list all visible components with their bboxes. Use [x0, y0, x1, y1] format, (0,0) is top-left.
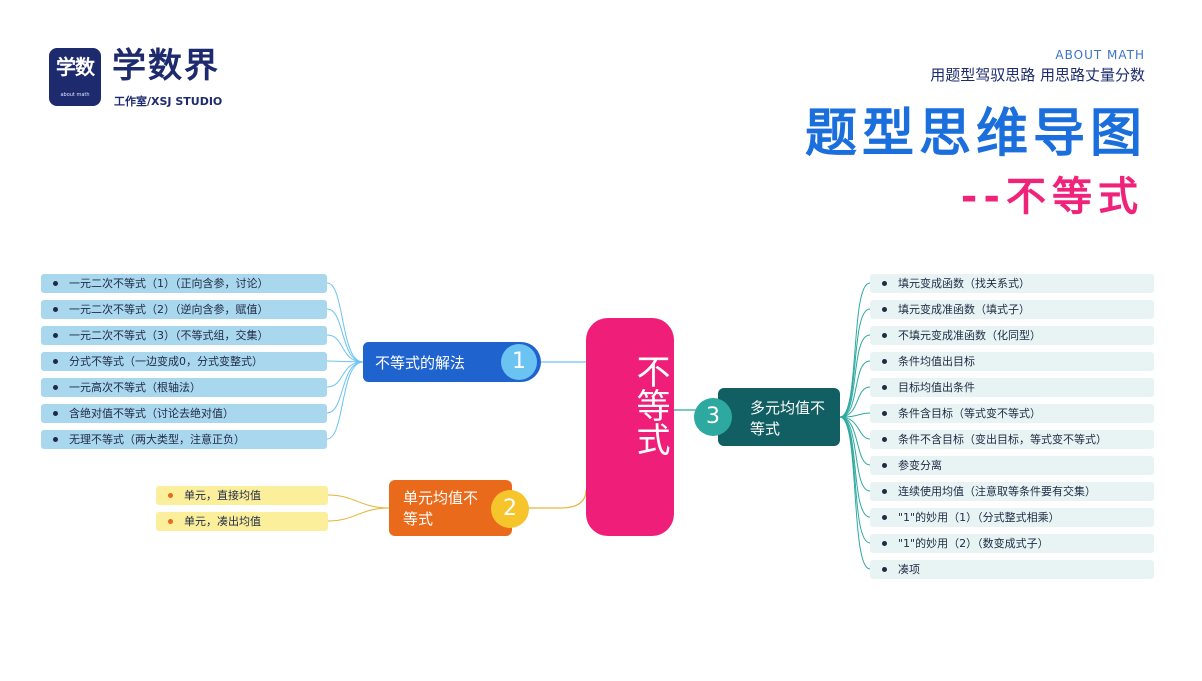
branch2-item: 单元，直接均值 [156, 486, 328, 505]
branch3-item-label: 目标均值出条件 [898, 381, 975, 394]
logo-glyph: 学数 [56, 55, 95, 79]
brand-name: 学数界 [112, 46, 220, 86]
branch1-item: 一元二次不等式（2）（逆向含参，赋值） [41, 300, 327, 319]
branch1-item-label: 一元高次不等式（根轴法） [69, 381, 201, 394]
bullet-dot-icon [53, 411, 58, 416]
branch-label-2: 单元均值不等式 [403, 489, 479, 528]
branch-node-1: 不等式的解法 1 [363, 342, 541, 382]
branch3-item: "1"的妙用（2）（数变成式子） [870, 534, 1154, 553]
bullet-dot-icon [882, 463, 887, 468]
bullet-dot-icon [882, 281, 887, 286]
branch3-item-label: "1"的妙用（1）（分式整式相乘） [898, 511, 1060, 524]
branch1-item: 无理不等式（两大类型，注意正负） [41, 430, 327, 449]
branch3-item-label: 条件均值出目标 [898, 355, 975, 368]
branch1-item-label: 无理不等式（两大类型，注意正负） [69, 433, 245, 446]
bullet-dot-icon [168, 519, 173, 524]
branch1-item-label: 含绝对值不等式（讨论去绝对值） [69, 407, 234, 420]
page-title: 题型思维导图 [804, 104, 1147, 164]
branch3-item: 连续使用均值（注意取等条件要有交集） [870, 482, 1154, 501]
brand-subtitle: 工作室/XSJ STUDIO [114, 95, 223, 108]
bullet-dot-icon [882, 333, 887, 338]
branch1-item-label: 一元二次不等式（1）（正向含参，讨论） [69, 277, 269, 290]
bullet-dot-icon [882, 437, 887, 442]
branch3-item: 条件含目标（等式变不等式） [870, 404, 1154, 423]
branch3-item-label: 填元变成函数（找关系式） [898, 277, 1030, 290]
branch3-item: 条件均值出目标 [870, 352, 1154, 371]
bullet-dot-icon [882, 411, 887, 416]
branch2-item: 单元，凑出均值 [156, 512, 328, 531]
branch3-item-label: 参变分离 [898, 459, 942, 472]
branch1-item: 一元二次不等式（1）（正向含参，讨论） [41, 274, 327, 293]
bullet-dot-icon [882, 385, 887, 390]
branch-label-3: 多元均值不等式 [750, 399, 826, 438]
branch3-item-label: 凑项 [898, 563, 920, 576]
branch1-item: 分式不等式（一边变成0，分式变整式） [41, 352, 327, 371]
branch2-item-label: 单元，凑出均值 [184, 515, 261, 528]
branch3-item-label: 条件含目标（等式变不等式） [898, 407, 1041, 420]
branch1-item: 含绝对值不等式（讨论去绝对值） [41, 404, 327, 423]
bullet-dot-icon [882, 307, 887, 312]
branch3-item-label: 填元变成准函数（填式子） [898, 303, 1030, 316]
branch1-item-label: 一元二次不等式（3）（不等式组，交集） [69, 329, 269, 342]
bullet-dot-icon [882, 489, 887, 494]
branch-node-2: 单元均值不等式 2 [389, 480, 529, 536]
bullet-dot-icon [882, 359, 887, 364]
branch3-item: 目标均值出条件 [870, 378, 1154, 397]
branch1-item-label: 分式不等式（一边变成0，分式变整式） [69, 355, 263, 368]
center-label: 不等式 [630, 354, 670, 456]
center-node: 不等式 [586, 318, 674, 536]
branch3-item: 条件不含目标（变出目标，等式变不等式） [870, 430, 1154, 449]
page-subtitle: --不等式 [960, 174, 1144, 220]
branch1-item: 一元高次不等式（根轴法） [41, 378, 327, 397]
connector-center-branch2 [512, 489, 587, 509]
bullet-dot-icon [53, 359, 58, 364]
branch-number-1: 1 [501, 344, 537, 380]
branch3-item-label: 条件不含目标（变出目标，等式变不等式） [898, 433, 1107, 446]
bullet-dot-icon [53, 333, 58, 338]
branch3-item: 填元变成函数（找关系式） [870, 274, 1154, 293]
branch3-item: 填元变成准函数（填式子） [870, 300, 1154, 319]
branch1-item: 一元二次不等式（3）（不等式组，交集） [41, 326, 327, 345]
bullet-dot-icon [882, 541, 887, 546]
bullet-dot-icon [882, 567, 887, 572]
bullet-dot-icon [53, 437, 58, 442]
bullet-dot-icon [53, 385, 58, 390]
branch1-item-label: 一元二次不等式（2）（逆向含参，赋值） [69, 303, 269, 316]
branch-number-3: 3 [694, 398, 732, 436]
bullet-dot-icon [882, 515, 887, 520]
branch3-item: 凑项 [870, 560, 1154, 579]
branch-node-3: 3 多元均值不等式 [694, 388, 840, 446]
slogan: 用题型驾驭思路 用思路丈量分数 [930, 66, 1145, 84]
logo-subtext: about math [60, 92, 90, 98]
branch3-item-label: "1"的妙用（2）（数变成式子） [898, 537, 1049, 550]
branch2-item-label: 单元，直接均值 [184, 489, 261, 502]
about-label: ABOUT MATH [1055, 48, 1145, 62]
branch3-item: "1"的妙用（1）（分式整式相乘） [870, 508, 1154, 527]
branch3-item: 不填元变成准函数（化同型） [870, 326, 1154, 345]
bullet-dot-icon [53, 307, 58, 312]
bullet-dot-icon [53, 281, 58, 286]
branch-number-2: 2 [491, 490, 529, 528]
bullet-dot-icon [168, 493, 173, 498]
branch3-item: 参变分离 [870, 456, 1154, 475]
brand-logo: 学数 about math [49, 48, 101, 106]
branch3-item-label: 不填元变成准函数（化同型） [898, 329, 1041, 342]
branch-label-1: 不等式的解法 [375, 354, 466, 372]
branch3-item-label: 连续使用均值（注意取等条件要有交集） [898, 485, 1096, 498]
